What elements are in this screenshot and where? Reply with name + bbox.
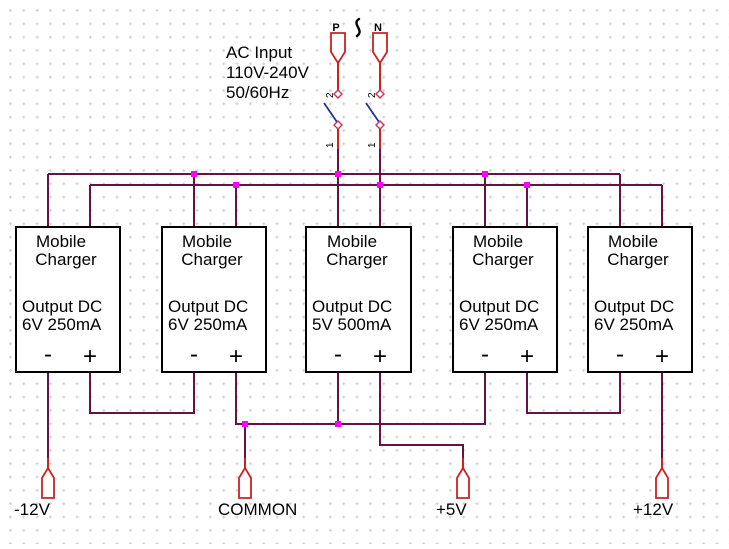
pos-terminal-label: + <box>229 343 243 370</box>
switch-lever-icon[interactable] <box>323 102 338 123</box>
output-neg12[interactable]: -12V <box>14 458 55 519</box>
charger-name-line1: Mobile <box>36 232 86 251</box>
charger-name-line2: Charger <box>607 250 669 269</box>
neutral-connector-icon[interactable] <box>372 32 388 65</box>
wire-plus5-run[interactable] <box>379 372 464 458</box>
charger-1[interactable]: Mobile Charger Output DC 6V 250mA - + <box>15 226 121 373</box>
power-switch-neutral[interactable]: 2 1 <box>365 63 385 149</box>
dc-wires[interactable] <box>47 372 663 458</box>
junction-dot <box>335 171 341 177</box>
charger-output-line2: 6V 250mA <box>594 315 674 334</box>
wire-series-link-4-5[interactable] <box>526 372 621 414</box>
pos-terminal-label: + <box>373 343 387 370</box>
pos-terminal-label: + <box>520 343 534 370</box>
output-terminal-label: +12V <box>633 500 674 519</box>
charger-output-line1: Output DC <box>459 297 539 316</box>
charger-output-line1: Output DC <box>22 297 102 316</box>
charger-name-line2: Charger <box>181 250 243 269</box>
charger-name-line1: Mobile <box>182 232 232 251</box>
charger-5-body[interactable] <box>587 226 693 373</box>
neg-terminal-label: - <box>190 341 198 368</box>
neg-terminal-label: - <box>44 341 52 368</box>
wire-common-bus[interactable] <box>235 372 486 425</box>
charger-1-body[interactable] <box>15 226 121 373</box>
output-connector-icon[interactable] <box>238 466 252 499</box>
junction-dot <box>242 421 248 427</box>
junction-dot <box>191 171 197 177</box>
charger-output-line1: Output DC <box>312 297 392 316</box>
charger-4[interactable]: Mobile Charger Output DC 6V 250mA - + <box>452 226 558 373</box>
junction-dots <box>191 171 530 427</box>
pos-terminal-label: + <box>655 343 669 370</box>
charger-output-line1: Output DC <box>594 297 674 316</box>
ac-input-line3: 50/60Hz <box>226 83 289 102</box>
charger-5[interactable]: Mobile Charger Output DC 6V 250mA - + <box>587 226 693 373</box>
power-switch-live[interactable]: 2 1 <box>323 63 343 149</box>
switch-lever-icon[interactable] <box>365 102 380 123</box>
output-connector-icon[interactable] <box>41 466 55 499</box>
output-common[interactable]: COMMON <box>218 458 297 519</box>
charger-output-line2: 5V 500mA <box>312 315 392 334</box>
ac-live-connector[interactable]: P <box>330 22 346 65</box>
neg-terminal-label: - <box>481 341 489 368</box>
output-terminal-label: -12V <box>14 500 51 519</box>
junction-dot <box>482 171 488 177</box>
output-connector-icon[interactable] <box>655 466 669 499</box>
neg-terminal-label: - <box>616 341 624 368</box>
charger-name-line1: Mobile <box>327 232 377 251</box>
switch-contact-1-label: 1 <box>367 142 378 148</box>
charger-4-body[interactable] <box>452 226 558 373</box>
ac-wave-icon <box>355 17 361 38</box>
live-terminal-label: P <box>332 22 339 34</box>
junction-dot <box>524 182 530 188</box>
charger-name-line2: Charger <box>35 250 97 269</box>
switch-contact-icon[interactable] <box>375 89 385 99</box>
pos-terminal-label: + <box>83 343 97 370</box>
charger-name-line1: Mobile <box>608 232 658 251</box>
junction-dot <box>233 182 239 188</box>
ac-input-line2: 110V-240V <box>226 63 310 82</box>
charger-output-line1: Output DC <box>168 297 248 316</box>
neg-terminal-label: - <box>334 341 342 368</box>
charger-3-body[interactable] <box>305 226 412 373</box>
output-terminal-label: COMMON <box>218 500 297 519</box>
live-connector-icon[interactable] <box>330 32 346 65</box>
ac-input-line1: AC Input <box>226 43 292 62</box>
ac-bus-wires[interactable] <box>47 149 663 227</box>
junction-dot <box>377 182 383 188</box>
charger-3[interactable]: Mobile Charger Output DC 5V 500mA - + <box>305 226 412 373</box>
switch-contact-2-label: 2 <box>325 92 336 98</box>
charger-name-line1: Mobile <box>473 232 523 251</box>
junction-dot <box>335 421 341 427</box>
charger-2[interactable]: Mobile Charger Output DC 6V 250mA - + <box>161 226 267 373</box>
charger-output-line2: 6V 250mA <box>459 315 539 334</box>
charger-output-line2: 6V 250mA <box>168 315 248 334</box>
charger-name-line2: Charger <box>326 250 388 269</box>
ac-input-annotation: AC Input 110V-240V 50/60Hz <box>226 43 310 102</box>
charger-name-line2: Charger <box>472 250 534 269</box>
switch-contact-2-label: 2 <box>367 92 378 98</box>
output-plus12[interactable]: +12V <box>633 458 674 519</box>
switch-contact-1-label: 1 <box>325 142 336 148</box>
neutral-terminal-label: N <box>374 22 382 34</box>
charger-2-body[interactable] <box>161 226 267 373</box>
output-connector-icon[interactable] <box>456 466 470 499</box>
wire-series-link-1-2[interactable] <box>89 372 195 414</box>
switch-contact-icon[interactable] <box>333 89 343 99</box>
output-terminal-label: +5V <box>436 500 467 519</box>
output-plus5[interactable]: +5V <box>436 458 470 519</box>
charger-output-line2: 6V 250mA <box>22 315 102 334</box>
ac-neutral-connector[interactable]: N <box>372 22 388 65</box>
